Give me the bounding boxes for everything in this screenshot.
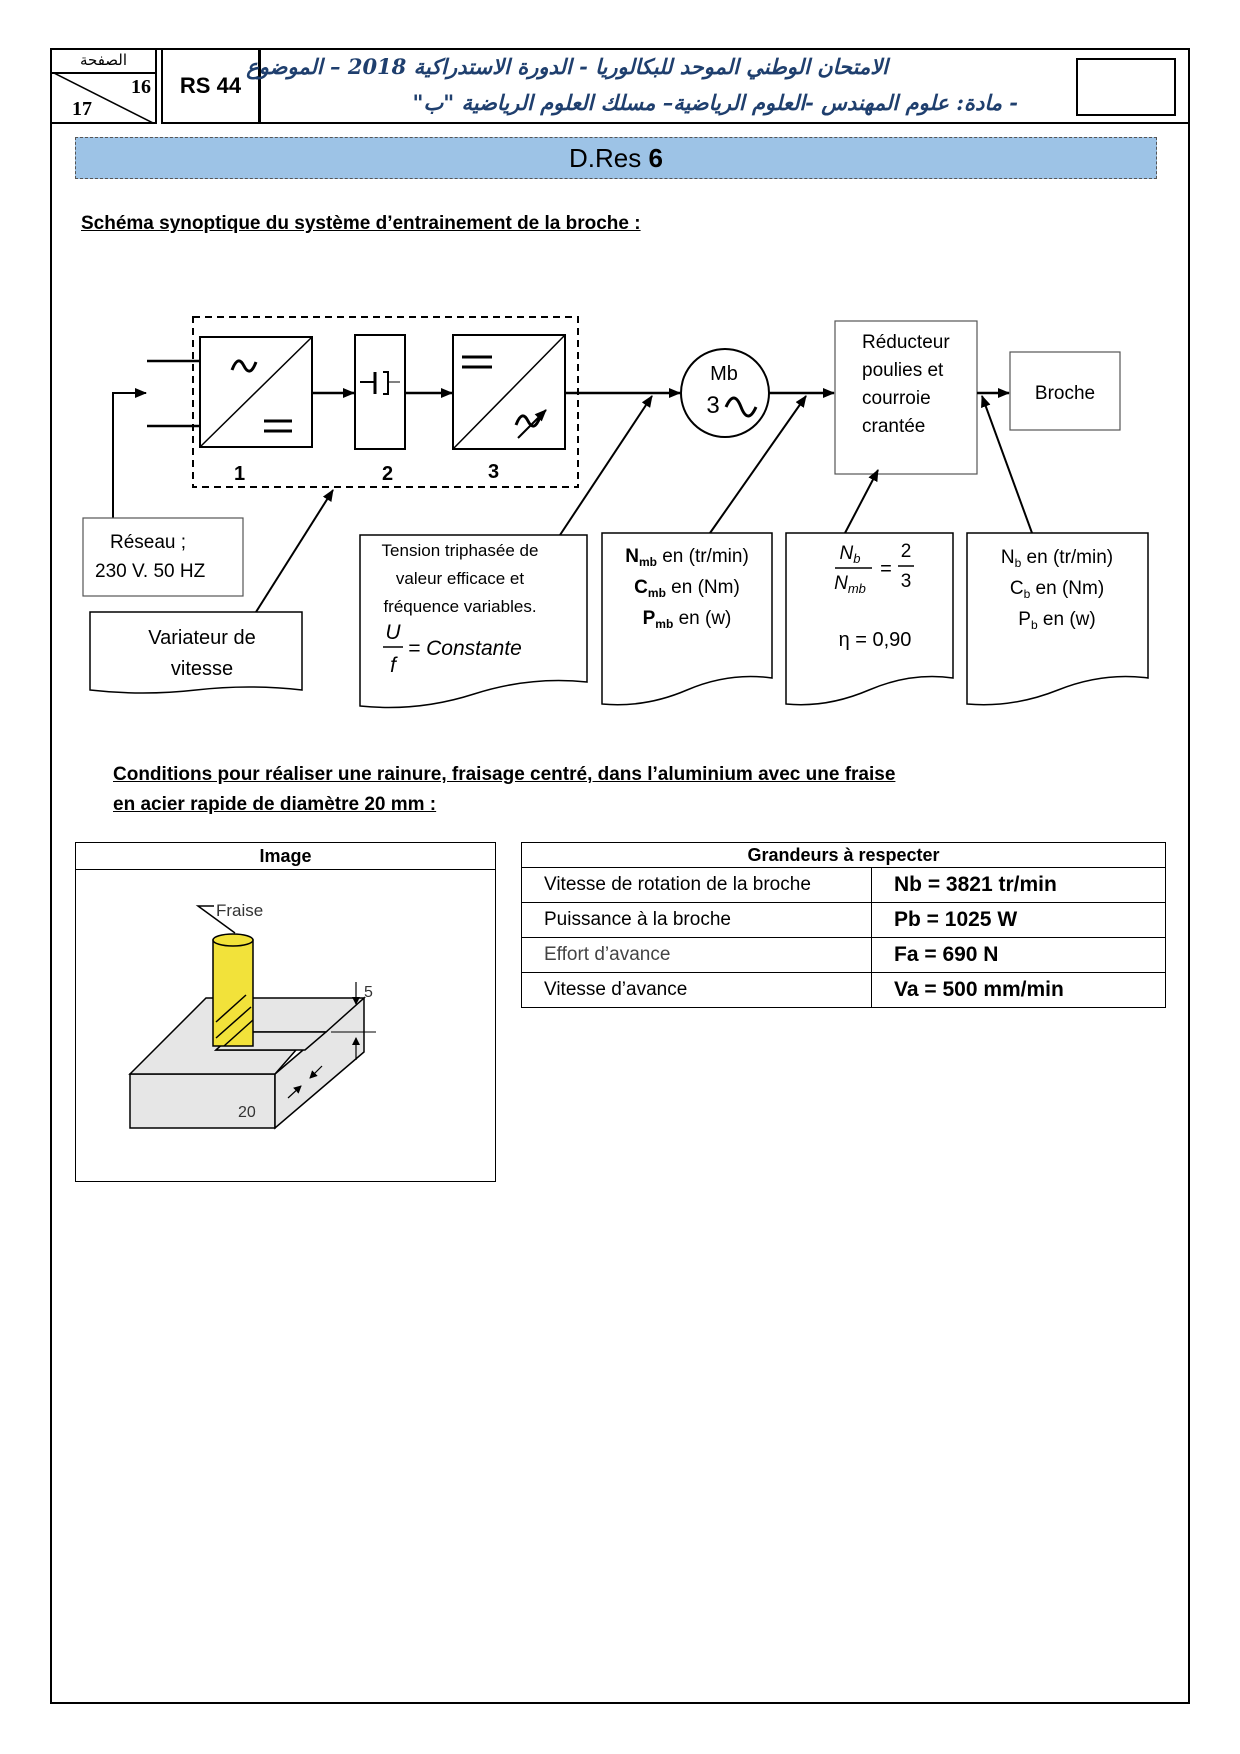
ratio-formula: Nb Nmb = 2 3 [834, 541, 914, 596]
reducer-line-3: courroie [862, 388, 931, 409]
dim-width: 20 [238, 1104, 256, 1121]
row-label: Effort d’avance [521, 937, 872, 973]
reseau-arrow [112, 388, 147, 520]
broche-outputs-arrow [981, 395, 1033, 534]
page-number-box: الصفحة 16 17 [50, 48, 157, 124]
exam-title-box: الامتحان الوطني الموحد للبكالوريا - الدو… [246, 48, 1190, 124]
svg-text:Nb: Nb [840, 543, 861, 566]
table-row: Vitesse de rotation de la broche Nb = 38… [521, 867, 1166, 903]
efficiency: η = 0,90 [839, 629, 912, 651]
variateur-line-2: vitesse [171, 658, 233, 680]
page-total: 17 [72, 98, 92, 120]
exam-title-line1: الامتحان الوطني الموحد للبكالوريا - الدو… [246, 54, 888, 79]
tension-line-3: fréquence variables. [383, 597, 536, 616]
row-label: Puissance à la broche [521, 902, 872, 938]
ratio-note [785, 532, 954, 706]
quantities-table: Grandeurs à respecter Vitesse de rotatio… [521, 842, 1166, 1008]
band-number: 6 [648, 143, 663, 173]
image-table-header: Image [76, 843, 495, 870]
broche-label: Broche [1035, 383, 1095, 404]
ac-symbol-icon [230, 359, 258, 373]
svg-text:=: = [880, 558, 892, 580]
block-label-2: 2 [382, 463, 393, 485]
reducer-line-1: Réducteur [862, 332, 950, 353]
milling-illustration: Fraise 5 20 [128, 901, 376, 1130]
reducer-line-4: crantée [862, 416, 925, 437]
motor-symbol: Mb 3 [680, 348, 770, 438]
page-diagonal [52, 72, 155, 124]
row-label: Vitesse d’avance [521, 972, 872, 1008]
block-label-3: 3 [488, 461, 499, 483]
exam-title-line2: - مادة: علوم المهندس -العلوم الرياضية– م… [412, 90, 1018, 115]
variator-dashed-frame [192, 316, 579, 488]
tension-line-1: Tension triphasée de [382, 541, 539, 560]
filter-block [354, 334, 406, 450]
tension-line-2: valeur efficace et [396, 569, 524, 588]
table-row: Vitesse d’avance Va = 500 mm/min [521, 972, 1166, 1008]
fraise-tool [212, 933, 254, 1047]
row-value: Fa = 690 N [871, 937, 1166, 973]
image-table: Image Fraise 5 20 [75, 842, 496, 1182]
band-prefix: D.Res [569, 143, 649, 173]
synoptic-diagram: 1 2 3 Mb 3 Réducteur poulies et courroie… [82, 316, 1149, 709]
variable-ac-icon [514, 414, 542, 428]
broche-block [1009, 351, 1121, 431]
svg-text:Nmb: Nmb [834, 573, 866, 596]
motor-outputs-note [601, 532, 773, 706]
page-current: 16 [131, 76, 151, 98]
svg-text:2: 2 [901, 541, 912, 562]
row-value: Pb = 1025 W [871, 902, 1166, 938]
svg-text:3: 3 [901, 571, 912, 592]
motor-ac-icon [724, 396, 758, 418]
ratio-arrow [844, 469, 879, 534]
motor-phases: 3 [706, 392, 719, 419]
broche-outputs-note [966, 532, 1149, 706]
formula-den: f [390, 654, 398, 677]
fraise-leader [195, 905, 236, 934]
motor-output-line-2: Pmb en (w) [643, 608, 732, 631]
page-label: الصفحة [52, 50, 155, 74]
tension-arrow [559, 395, 653, 536]
motor-output-line-0: Nmb en (tr/min) [625, 546, 749, 569]
row-label: Vitesse de rotation de la broche [521, 867, 872, 903]
rectifier-block [199, 336, 313, 448]
dim-depth: 5 [364, 984, 373, 1001]
table-row: Effort d’avance Fa = 690 N [521, 937, 1166, 973]
broche-output-line-0: Nb en (tr/min) [1001, 547, 1113, 570]
motor-output-line-1: Cmb en (Nm) [634, 577, 740, 600]
fraise-label: Fraise [216, 901, 263, 920]
document-band: D.Res 6 [75, 137, 1157, 179]
reseau-box [82, 517, 244, 597]
stamp-box [1076, 58, 1176, 116]
row-value: Va = 500 mm/min [871, 972, 1166, 1008]
section-title-synoptic: Schéma synoptique du système d’entrainem… [81, 213, 641, 234]
reseau-line-1: Réseau ; [110, 532, 186, 553]
broche-output-line-2: Pb en (w) [1018, 609, 1095, 632]
motor-outputs-arrow [709, 395, 807, 534]
variateur-note [89, 611, 303, 694]
variateur-line-1: Variateur de [148, 627, 255, 649]
inverter-block [452, 334, 566, 450]
formula-num: U [385, 621, 401, 644]
block-label-1: 1 [234, 463, 245, 485]
quantities-header: Grandeurs à respecter [521, 842, 1166, 868]
reseau-line-2: 230 V. 50 HZ [95, 561, 206, 582]
row-value: Nb = 3821 tr/min [871, 867, 1166, 903]
reducer-block [834, 320, 978, 475]
motor-name: Mb [710, 363, 738, 385]
table-row: Puissance à la broche Pb = 1025 W [521, 902, 1166, 938]
reducer-line-2: poulies et [862, 360, 944, 381]
section-title-conditions-2: en acier rapide de diamètre 20 mm : [113, 794, 437, 815]
variateur-arrow [255, 489, 334, 613]
formula-rhs: = Constante [408, 637, 522, 660]
tension-note [359, 534, 588, 709]
broche-output-line-1: Cb en (Nm) [1010, 578, 1104, 601]
section-title-conditions-1: Conditions pour réaliser une rainure, fr… [113, 764, 896, 785]
